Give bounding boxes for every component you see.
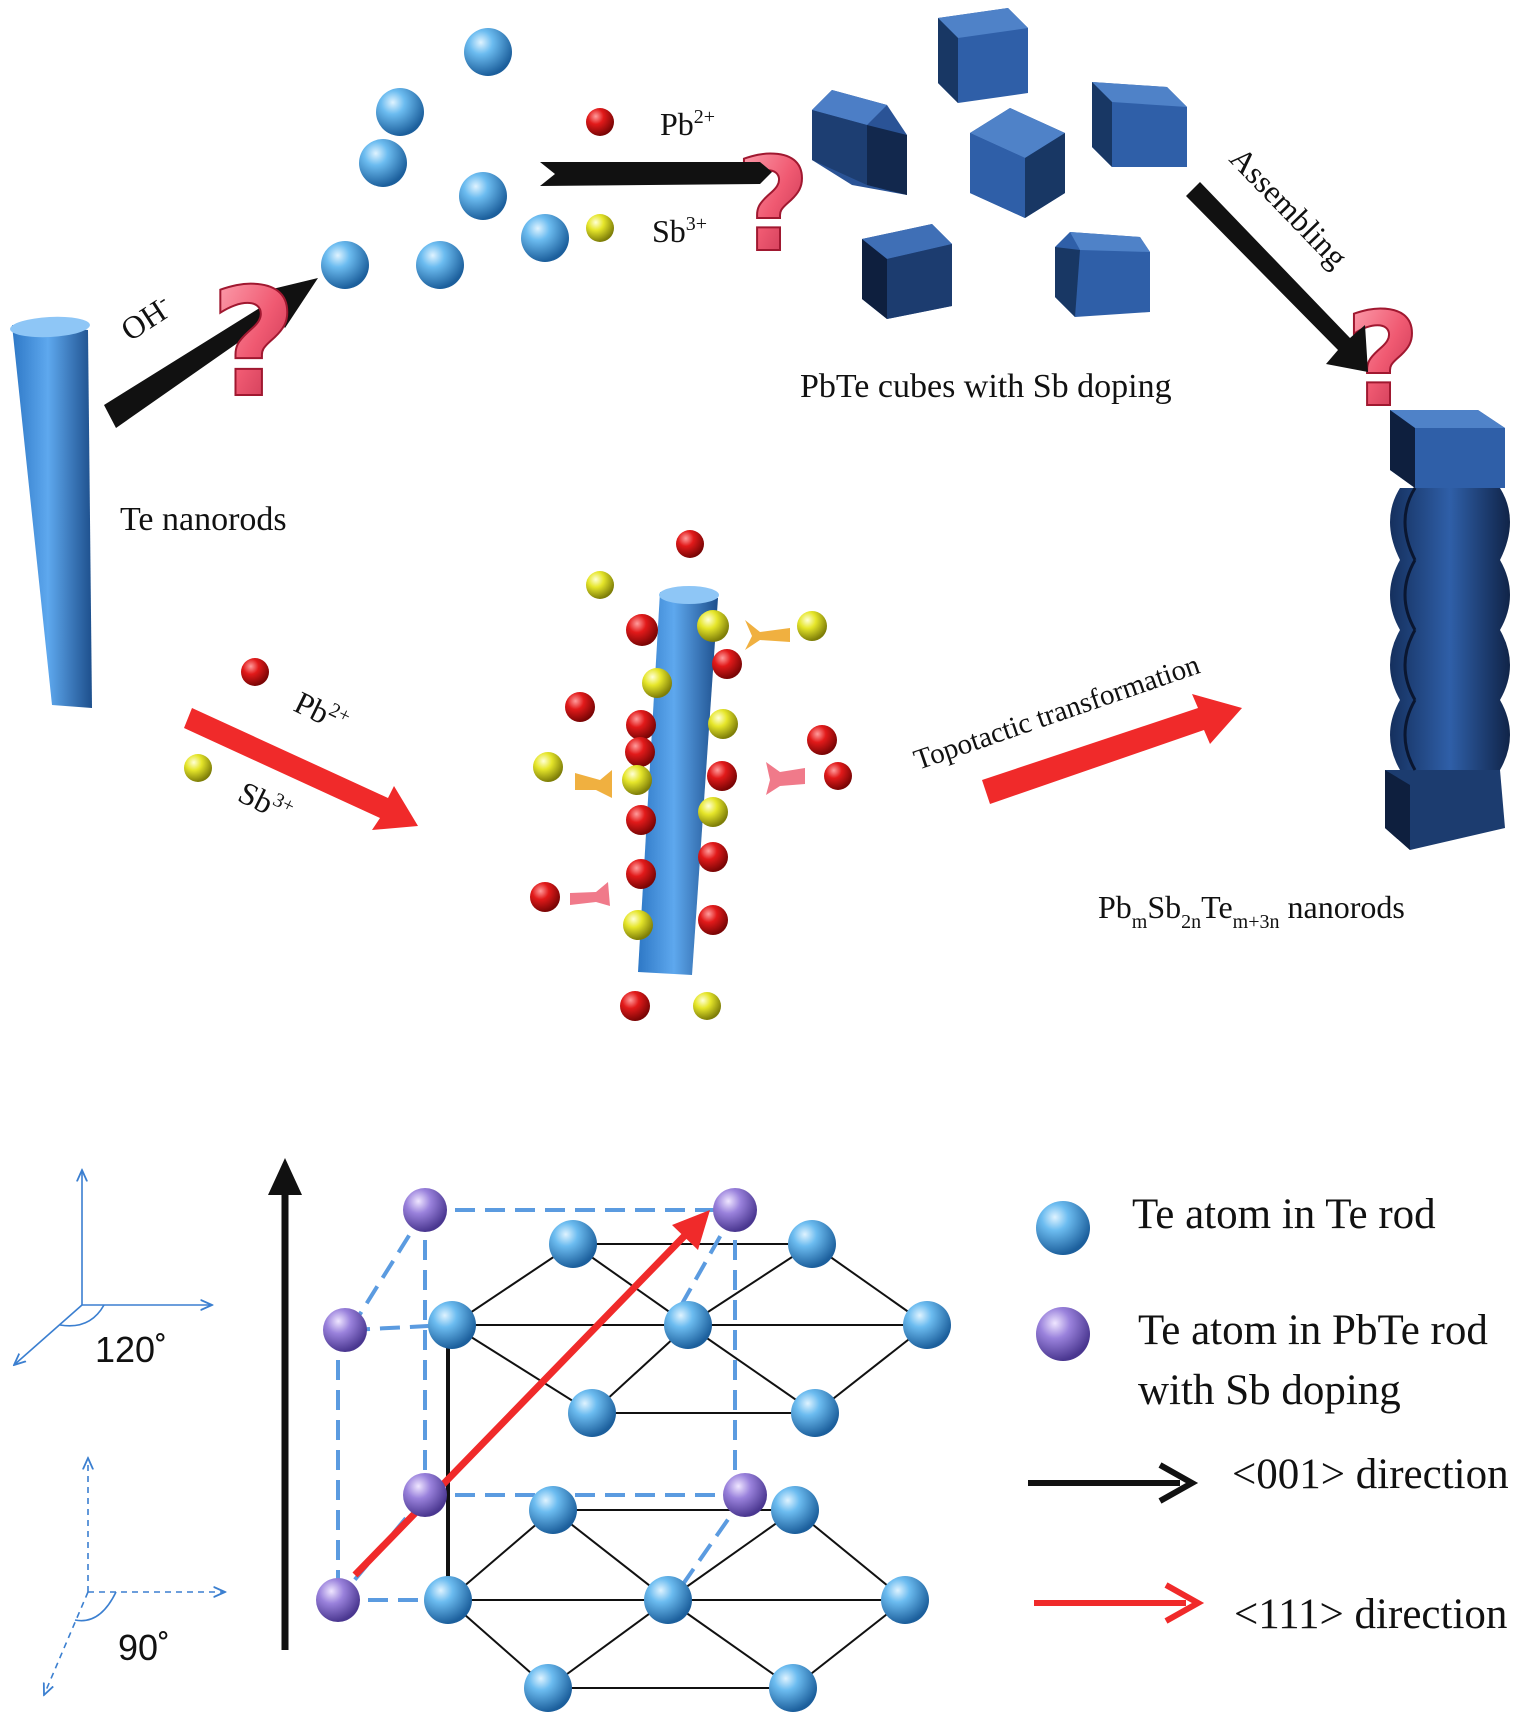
legend-pbte-rod-swatch	[1036, 1307, 1090, 1361]
direction-001-arrow	[268, 1158, 302, 1650]
te-nanorods-label: Te nanorods	[120, 501, 287, 538]
topotactic-arrow	[982, 694, 1242, 804]
question-mark-1: ?	[209, 256, 298, 432]
pb-ion-mid	[241, 658, 269, 686]
product-nanorod	[1385, 410, 1510, 850]
question-mark-2: ?	[734, 128, 811, 282]
legend-111-head	[1164, 1582, 1205, 1624]
legend-dir-001: <001> direction	[1232, 1451, 1509, 1498]
pb-sb-arrow	[540, 162, 772, 186]
legend-001-head	[1158, 1462, 1199, 1504]
assembling-arrow	[1186, 182, 1368, 372]
pbte-cubes	[812, 8, 1187, 319]
hex-axes	[14, 1170, 212, 1365]
angle-hex-label: 120˚	[95, 1329, 167, 1370]
te-nanorod-left	[10, 316, 92, 708]
product-label: PbmSb2nTem+3n nanorods	[1098, 889, 1405, 933]
pb-top-label: Pb2+	[660, 106, 715, 142]
lattice-frame	[336, 1208, 928, 1689]
svg-text:?: ?	[210, 257, 297, 431]
red-arrow-left	[184, 708, 418, 830]
sb-red-label: Sb3+	[233, 774, 298, 831]
te-atom-cluster	[321, 28, 569, 289]
legend-te-rod: Te atom in Te rod	[1132, 1191, 1436, 1238]
assembling-label: Assembling	[1223, 140, 1355, 275]
cubic-axes	[44, 1458, 225, 1695]
oh-arrow	[104, 278, 318, 428]
ion-cloud	[530, 530, 852, 1021]
direction-111-arrow	[352, 1210, 710, 1578]
sb-ion-top	[586, 214, 614, 242]
pb-ion-top	[586, 108, 614, 136]
svg-text:?: ?	[735, 129, 810, 281]
sb-top-label: Sb3+	[652, 213, 707, 249]
legend-te-rod-swatch	[1036, 1201, 1090, 1255]
lattice-atoms	[316, 1188, 951, 1712]
angle-cubic-label: 90˚	[118, 1627, 170, 1668]
legend-pbte-rod-line1: Te atom in PbTe rod	[1138, 1307, 1488, 1354]
oh-label: OH-	[114, 289, 178, 348]
pb-red-label: Pb2+	[289, 684, 354, 741]
sb-ion-mid	[184, 754, 212, 782]
legend-dir-111: <111> direction	[1234, 1591, 1507, 1638]
cubes-label: PbTe cubes with Sb doping	[800, 368, 1172, 405]
legend-pbte-rod-line2: with Sb doping	[1138, 1367, 1401, 1414]
legend: Te atom in Te rod Te atom in PbTe rod wi…	[1028, 1191, 1509, 1638]
